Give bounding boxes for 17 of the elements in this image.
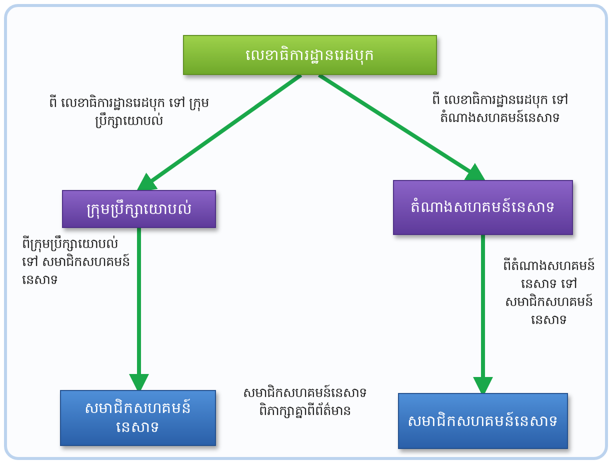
- arrow: [318, 73, 486, 182]
- box-label: សមាជិកសហគមន៍នេសាទ: [84, 399, 192, 437]
- process-box: [183, 35, 437, 75]
- process-box: [398, 393, 568, 449]
- box-label: ក្រុមប្រឹក្សាយោបល់: [86, 200, 192, 218]
- process-box: [60, 390, 216, 446]
- box-label: តំណាងសហគមន៍នេសាទ: [410, 198, 556, 217]
- edge-label: ពី លេខាធិការដ្ឋានរេដបុក ទៅ ក្រុមប្រឹក្សាយោបល់: [48, 95, 210, 131]
- process-box: [62, 190, 216, 228]
- edge-label: ពីតំណាងសហគមន៍នេសាទ ទៅសមាជិកសហគមន៍នេសាទ: [502, 258, 596, 330]
- box-label: សមាជិកសហគមន៍នេសាទ: [408, 412, 558, 430]
- process-box: [393, 180, 573, 235]
- arrow: [136, 73, 302, 192]
- edge-label: ពី លេខាធិការដ្ឋានរេដបុក ទៅ តំណាងសហគមន៍នេសាទ: [430, 92, 570, 128]
- edge-label: ពីក្រុមប្រឹក្សាយោបល់ ទៅ សមាជិកសហគមន៍នេសាទ: [22, 236, 132, 290]
- box-label: លេខាធិការដ្ឋានរេដបុក: [246, 46, 374, 64]
- note-text: សមាជិកសហគមន៍នេសាទ ពិភាក្សាគ្នាពីព័ត៌មាន: [242, 385, 368, 421]
